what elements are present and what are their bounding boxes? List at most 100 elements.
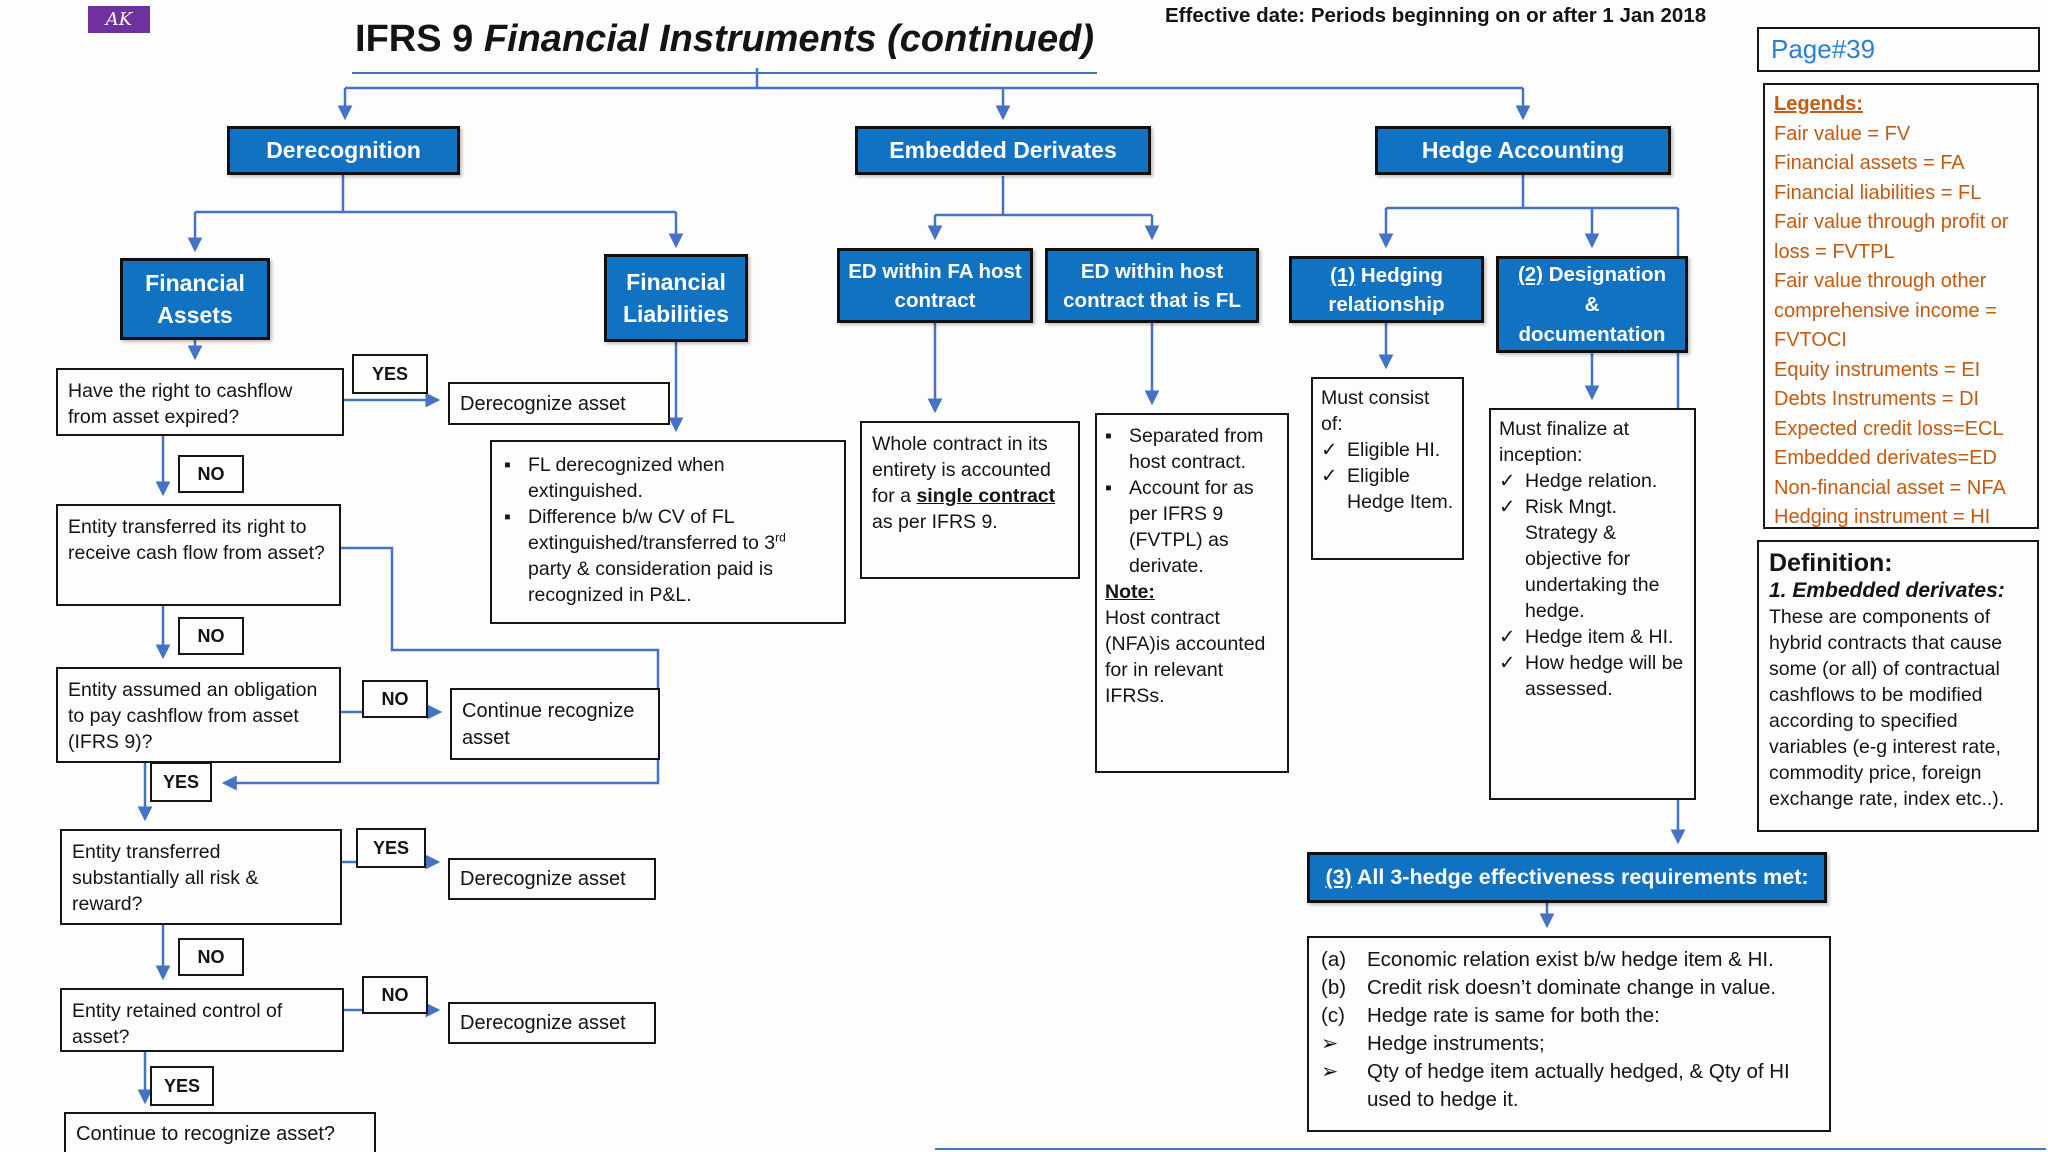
- branch-embedded-derivates: Embedded Derivates: [855, 126, 1151, 175]
- branch-derecognition: Derecognition: [227, 126, 460, 175]
- req-sub-item: Hedge instruments;: [1367, 1032, 1545, 1055]
- step-title: Designation & documentation: [1518, 262, 1667, 346]
- check-icon: ✓: [1321, 465, 1338, 487]
- label-no: NO: [178, 455, 244, 493]
- fl-note-1: FL derecognized when extinguished.: [528, 454, 725, 502]
- bullet-icon: ▪: [1105, 477, 1112, 499]
- whole-contract-box: Whole contract in its entirety is accoun…: [860, 421, 1080, 579]
- ordinal-suffix: rd: [775, 530, 786, 545]
- requirements-box: (a) Economic relation exist b/w hedge it…: [1307, 936, 1831, 1132]
- effective-date: Effective date: Periods beginning on or …: [1165, 4, 1707, 27]
- check-icon: ✓: [1321, 439, 1338, 461]
- must-finalize-box: Must finalize at inception: ✓ Hedge rela…: [1489, 408, 1696, 800]
- logo: AK: [88, 6, 150, 33]
- title-prefix: IFRS 9: [355, 18, 474, 60]
- title-rest: Financial Instruments (continued): [473, 18, 1094, 60]
- must-finalize-intro: Must finalize at inception:: [1499, 418, 1630, 466]
- step-text: (2) Designation & documentation: [1513, 260, 1671, 350]
- legend-item: Fair value = FV: [1774, 122, 1911, 145]
- finalize-item: Hedge relation.: [1525, 470, 1658, 492]
- page-number-box: Page#39: [1757, 27, 2040, 72]
- legend-item: Hedging instrument = HI: [1774, 506, 1991, 528]
- question-cashflow-expired: Have the right to cashflow from asset ex…: [56, 368, 344, 436]
- question-transferred-right: Entity transferred its right to receive …: [56, 504, 341, 606]
- page-number: Page#39: [1771, 34, 1876, 64]
- note-body: Host contract (NFA)is accounted for in r…: [1105, 607, 1266, 707]
- step-title: Hedging relationship: [1328, 263, 1445, 316]
- check-icon: ✓: [1499, 496, 1516, 518]
- result-text: Derecognize asset: [460, 392, 626, 415]
- fl-note-2-text: Difference b/w CV of FL extinguished/tra…: [528, 506, 776, 554]
- legend-item: Financial liabilities = FL: [1774, 181, 1982, 204]
- consist-item: Eligible HI.: [1347, 439, 1441, 461]
- legend-item: Financial assets = FA: [1774, 152, 1965, 174]
- definition-subtitle: 1. Embedded derivates:: [1769, 579, 2005, 602]
- branch-hedge-accounting: Hedge Accounting: [1375, 126, 1671, 175]
- node-ed-fl-host: ED within host contract that is FL: [1045, 248, 1259, 323]
- label-no: NO: [178, 617, 244, 655]
- arrow-bullet-icon: ➢: [1321, 1032, 1339, 1055]
- note-label: Note:: [1105, 581, 1155, 603]
- legend-item: Fair value through profit or loss = FVTP…: [1774, 211, 2009, 263]
- definition-body: These are components of hybrid contracts…: [1769, 606, 2005, 810]
- result-continue-recognize: Continue recognize asset: [450, 688, 660, 760]
- legend-item: Embedded derivates=ED: [1774, 447, 1997, 469]
- legend-item: Equity instruments = EI: [1774, 358, 1981, 381]
- step-text: (1) Hedging relationship: [1292, 261, 1481, 319]
- question-assumed-obligation: Entity assumed an obligation to pay cash…: [56, 667, 341, 763]
- result-derecognize-asset: Derecognize asset: [448, 858, 656, 900]
- check-icon: ✓: [1499, 470, 1516, 492]
- node-ed-fa-host: ED within FA host contract: [837, 248, 1033, 323]
- node-hedging-relationship: (1) Hedging relationship: [1289, 256, 1484, 323]
- label-no: NO: [178, 938, 244, 976]
- legends-title: Legends:: [1774, 93, 1863, 115]
- step-number: (1): [1330, 263, 1356, 287]
- step-number: (2): [1517, 262, 1544, 286]
- page-title: IFRS 9 Financial Instruments (continued): [352, 18, 1097, 74]
- fl-notes-box: ▪ FL derecognized when extinguished. ▪ D…: [490, 440, 846, 624]
- label-no: NO: [362, 976, 428, 1014]
- result-text: Derecognize asset: [460, 1012, 626, 1034]
- finalize-item: How hedge will be assessed.: [1525, 652, 1684, 700]
- finalize-item: Risk Mngt. Strategy & objective for unde…: [1525, 496, 1660, 622]
- fl-note-2: Difference b/w CV of FL extinguished/tra…: [528, 504, 832, 608]
- req-sub-item: Qty of hedge item actually hedged, & Qty…: [1367, 1060, 1790, 1111]
- legend-item: Fair value through other comprehensive i…: [1774, 270, 1997, 351]
- bullet-icon: ▪: [1105, 425, 1112, 447]
- arrow-bullet-icon: ➢: [1321, 1060, 1339, 1083]
- label-yes: YES: [356, 828, 426, 868]
- separated-box: ▪ Separated from host contract. ▪ Accoun…: [1095, 413, 1289, 773]
- node-designation-documentation: (2) Designation & documentation: [1496, 256, 1688, 353]
- label-yes: YES: [150, 1066, 214, 1106]
- result-derecognize-asset: Derecognize asset: [448, 382, 670, 425]
- label-no: NO: [362, 680, 428, 718]
- finalize-item: Hedge item & HI.: [1525, 626, 1674, 648]
- label-yes: YES: [150, 762, 212, 802]
- bullet-icon: ▪: [504, 506, 511, 528]
- step-number: (3): [1325, 865, 1352, 889]
- legend-item: Expected credit loss=ECL: [1774, 417, 2004, 440]
- legends-box: Legends: Fair value = FV Financial asset…: [1763, 83, 2039, 529]
- legend-item: Non-financial asset = NFA: [1774, 476, 2006, 499]
- consist-item: Eligible Hedge Item.: [1347, 465, 1454, 513]
- legend-item: Debts Instruments = DI: [1774, 388, 1980, 410]
- check-icon: ✓: [1499, 626, 1516, 648]
- req-text: Credit risk doesn’t dominate change in v…: [1367, 976, 1777, 999]
- req-text: Hedge rate is same for both the:: [1367, 1004, 1660, 1027]
- check-icon: ✓: [1499, 652, 1516, 674]
- result-continue-to-recognize: Continue to recognize asset?: [64, 1112, 376, 1152]
- req-text: Economic relation exist b/w hedge item &…: [1367, 948, 1774, 971]
- result-text: Derecognize asset: [460, 868, 626, 890]
- step-text: (3) All 3-hedge effectiveness requiremen…: [1325, 865, 1808, 890]
- result-text: Continue to recognize asset?: [76, 1123, 336, 1145]
- bullet-icon: ▪: [504, 454, 511, 476]
- must-consist-intro: Must consist of:: [1321, 387, 1430, 435]
- req-label: (b): [1321, 976, 1347, 999]
- separated-point-1: Separated from host contract.: [1129, 425, 1264, 473]
- must-consist-box: Must consist of: ✓ Eligible HI. ✓ Eligib…: [1311, 377, 1464, 560]
- fl-note-2-text: party & consideration paid is recognized…: [528, 558, 773, 606]
- label-yes: YES: [352, 354, 428, 394]
- whole-contract-text: Whole contract in its entirety is accoun…: [872, 433, 1051, 507]
- node-effectiveness-requirements: (3) All 3-hedge effectiveness requiremen…: [1307, 852, 1827, 903]
